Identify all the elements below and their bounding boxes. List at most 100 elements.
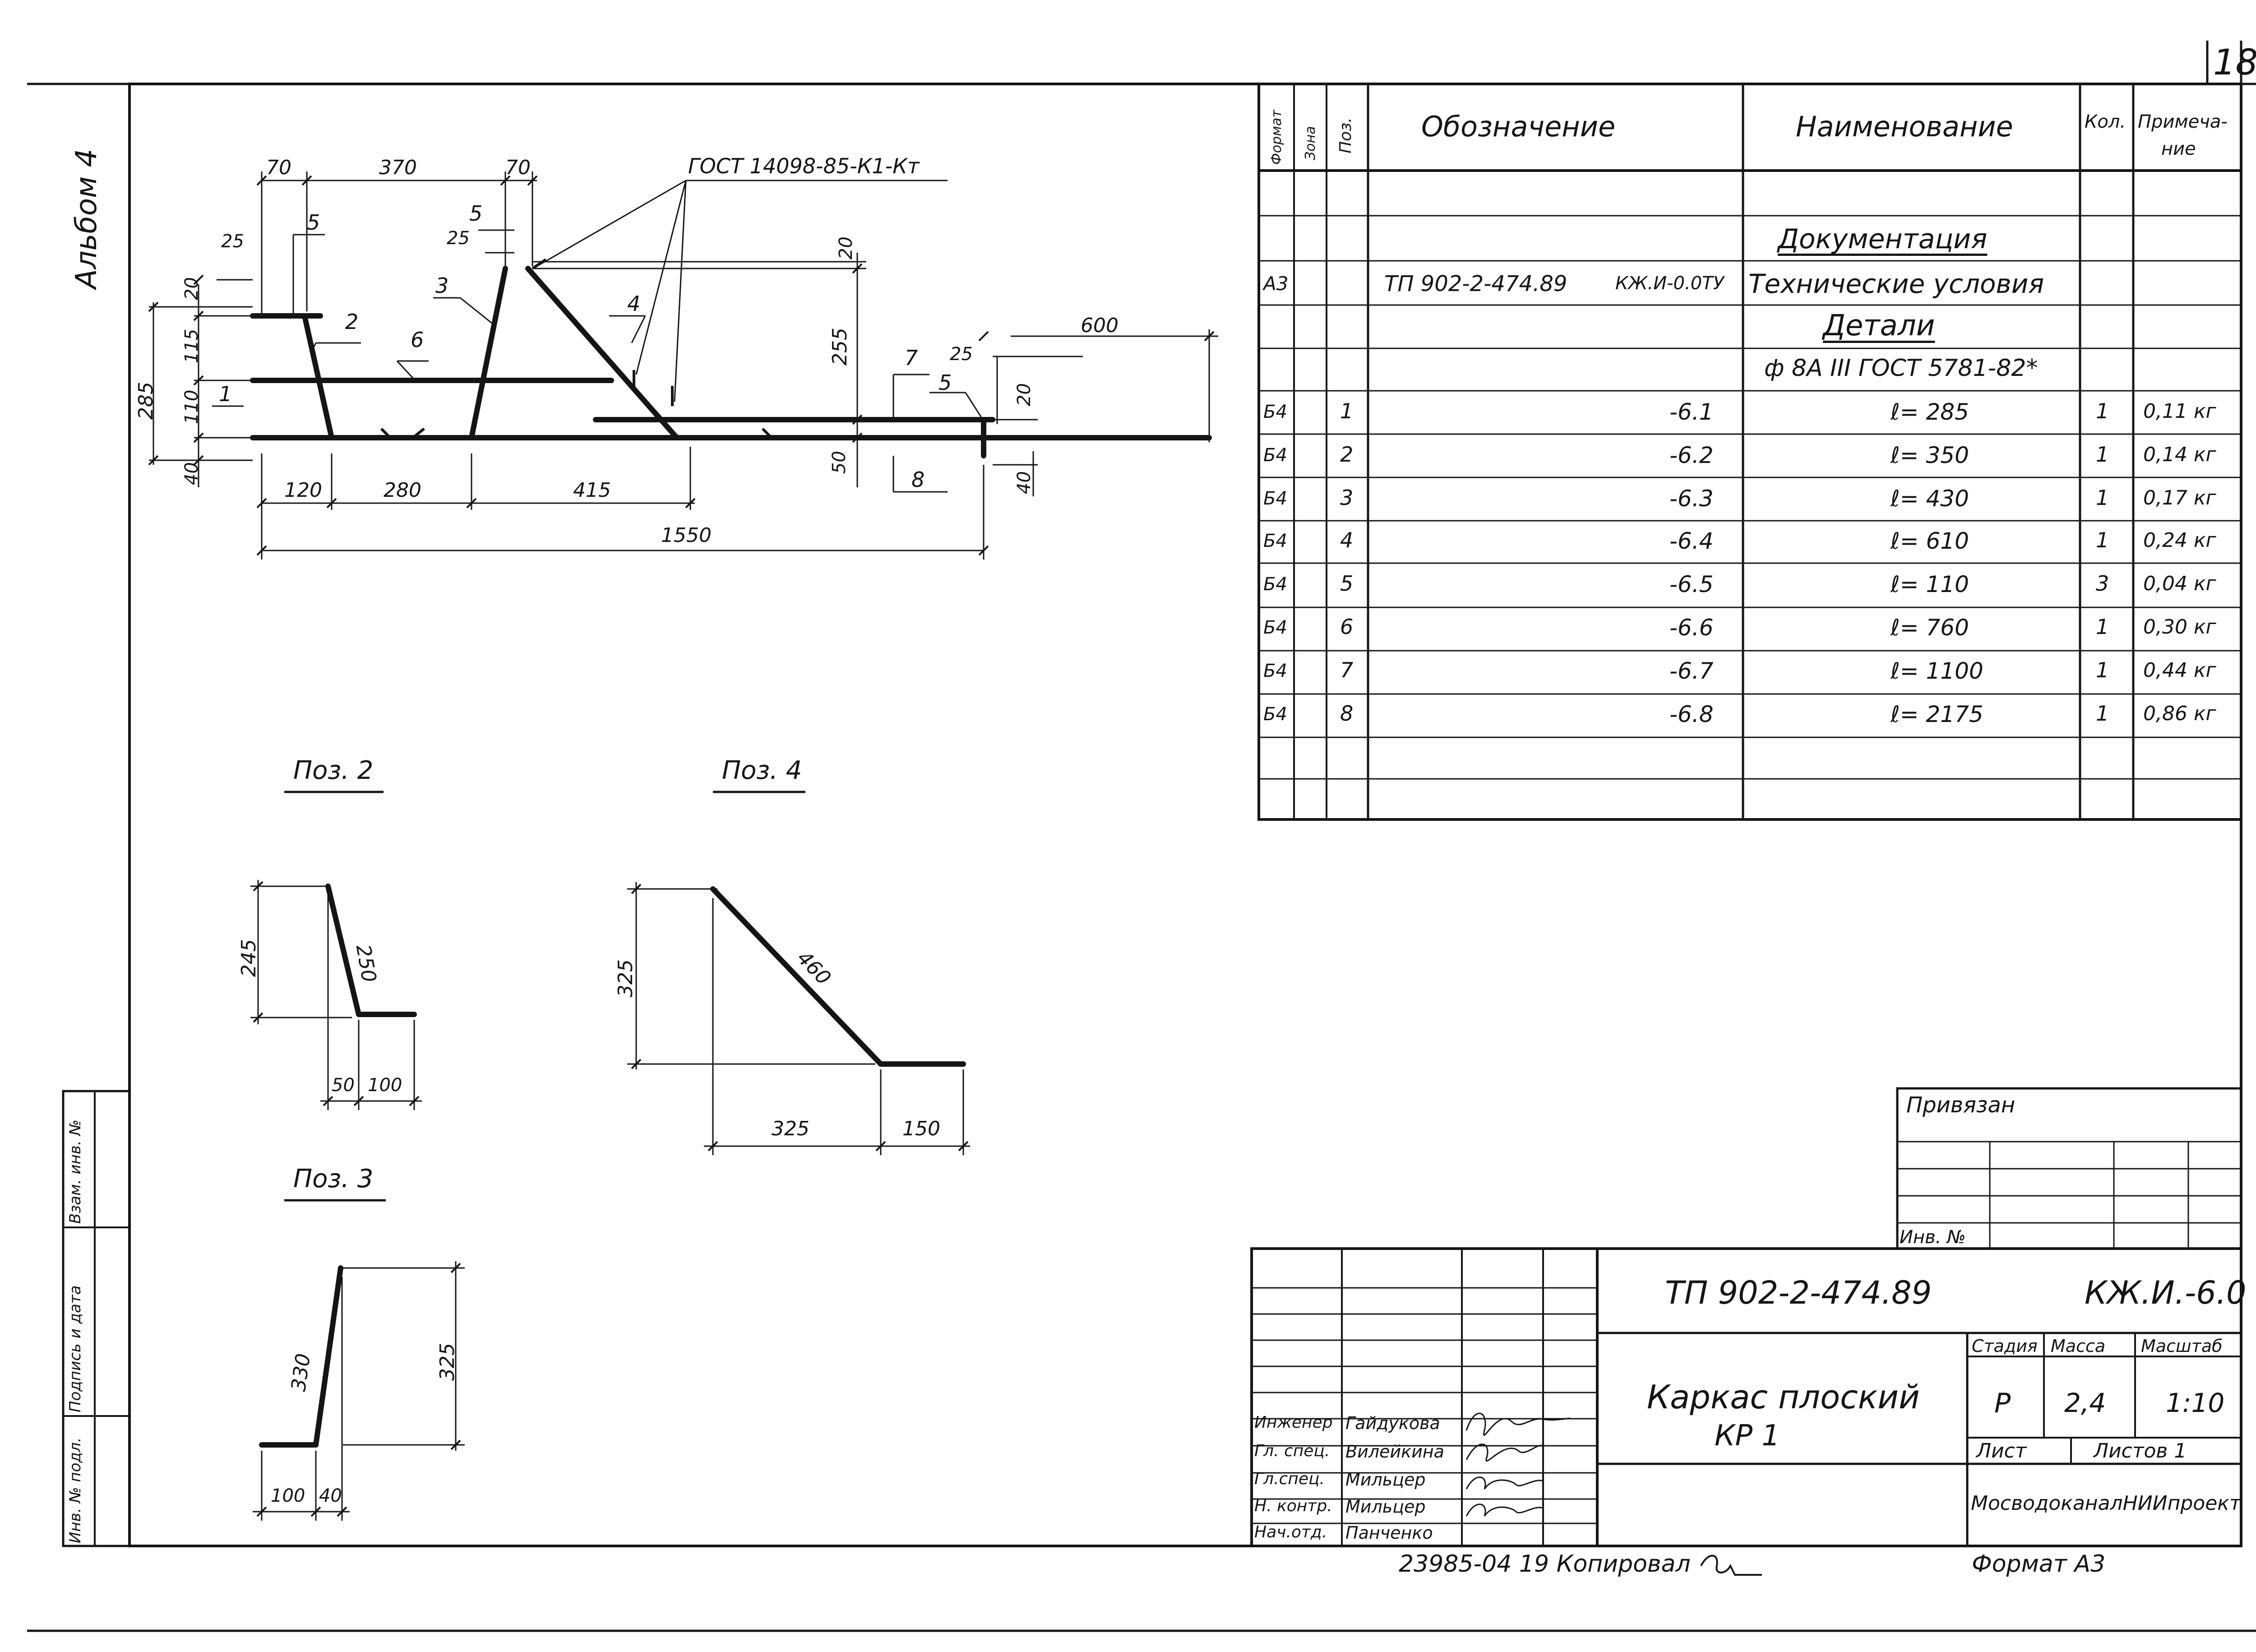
detail-pos3-dim-100: 100 — [271, 1485, 305, 1506]
album-label: Альбом 4 — [70, 148, 103, 289]
header-name: Наименование — [1796, 110, 2013, 143]
section-documentation: Документация — [1778, 223, 1988, 255]
strip-signature-date: Подпись и дата — [66, 1285, 84, 1412]
dim-255: 255 — [828, 328, 851, 366]
detail-pos2-dim-250: 250 — [351, 943, 381, 984]
detail-pos2-dim-50: 50 — [332, 1075, 355, 1096]
row-8-format: Б4 — [1263, 704, 1287, 725]
sheet-label: Лист — [1976, 1439, 2027, 1462]
row-5-qty: 3 — [2096, 571, 2109, 596]
detail-pos4-dim-150: 150 — [902, 1117, 940, 1140]
doc-row-code: КЖ.И-0.0ТУ — [1615, 273, 1724, 294]
dim-70-right: 70 — [505, 156, 531, 179]
header-pos: Поз. — [1336, 117, 1355, 153]
header-qty: Кол. — [2085, 111, 2126, 132]
row-5-name: ℓ= 110 — [1891, 571, 1969, 597]
row-2-note: 0,14 кг — [2143, 443, 2216, 466]
pos-label-5-b: 5 — [469, 201, 483, 226]
row-7-pos: 7 — [1340, 658, 1354, 682]
row-2-designation: -6.2 — [1669, 442, 1714, 468]
row-4-qty: 1 — [2096, 528, 2109, 552]
staff-name-5: Панченко — [1345, 1523, 1433, 1543]
row-8-designation: -6.8 — [1669, 701, 1714, 727]
row-7-note: 0,44 кг — [2143, 659, 2216, 682]
row-2-qty: 1 — [2096, 442, 2109, 467]
dim-110: 110 — [181, 389, 202, 424]
pos-label-8: 8 — [911, 467, 925, 492]
row-1-format: Б4 — [1263, 402, 1287, 422]
row-8-note: 0,86 кг — [2143, 702, 2216, 725]
row-6-name: ℓ= 760 — [1891, 615, 1969, 641]
staff-role-3: Гл.спец. — [1254, 1470, 1325, 1488]
mass-label: Масса — [2051, 1336, 2106, 1356]
row-5-format: Б4 — [1263, 574, 1287, 595]
row-5-note: 0,04 кг — [2143, 572, 2216, 595]
row-5-pos: 5 — [1340, 571, 1354, 596]
row-3-note: 0,17 кг — [2143, 486, 2216, 509]
detail-pos2-dim-245: 245 — [237, 939, 260, 977]
footer-format: Формат А3 — [1972, 1550, 2106, 1578]
staff-role-2: Гл. спец. — [1254, 1442, 1330, 1460]
footer-copy-note: 23985-04 19 Копировал — [1399, 1550, 1691, 1578]
row-2-name: ℓ= 350 — [1891, 442, 1969, 468]
doc-row-name: Технические условия — [1748, 268, 2044, 299]
pos-label-6: 6 — [411, 328, 424, 352]
pos-label-2: 2 — [345, 310, 359, 334]
project-code: ТП 902-2-474.89 — [1665, 1274, 1932, 1311]
row-7-qty: 1 — [2096, 658, 2109, 682]
staff-role-1: Инженер — [1254, 1413, 1333, 1432]
header-designation: Обозначение — [1421, 110, 1616, 143]
mass-value: 2,4 — [2064, 1388, 2106, 1418]
row-1-qty: 1 — [2096, 399, 2109, 423]
header-note-2: ние — [2161, 139, 2196, 159]
section-parts: Детали — [1823, 309, 1935, 342]
detail-pos2-dim-100: 100 — [368, 1075, 402, 1096]
gost-note: ГОСТ 14098-85-К1-Кт — [688, 154, 920, 178]
drawing-title-line-2: КР 1 — [1715, 1419, 1780, 1453]
row-5-designation: -6.5 — [1669, 571, 1714, 597]
detail-pos3-dim-330: 330 — [287, 1352, 315, 1393]
row-8-pos: 8 — [1340, 701, 1354, 726]
binding-label: Привязан — [1906, 1092, 2016, 1118]
dim-25-c: 25 — [950, 344, 973, 365]
staff-name-2: Вилейкина — [1345, 1442, 1444, 1462]
row-4-note: 0,24 кг — [2143, 529, 2216, 552]
scale-label: Масштаб — [2141, 1336, 2223, 1356]
dim-20-a: 20 — [836, 236, 856, 259]
staff-name-4: Мильцер — [1345, 1497, 1426, 1517]
stage-value: Р — [1994, 1388, 2011, 1419]
dim-285: 285 — [134, 382, 157, 420]
dim-600: 600 — [1081, 314, 1119, 337]
row-2-pos: 2 — [1340, 442, 1354, 467]
row-4-name: ℓ= 610 — [1891, 528, 1969, 554]
row-3-name: ℓ= 430 — [1891, 486, 1969, 512]
row-1-pos: 1 — [1340, 399, 1354, 423]
row-4-designation: -6.4 — [1669, 528, 1714, 554]
dim-20-b: 20 — [1014, 383, 1035, 406]
doc-row-format: А3 — [1263, 273, 1289, 295]
material-spec: ф 8А III ГОСТ 5781-82* — [1764, 355, 2038, 382]
row-7-format: Б4 — [1263, 661, 1287, 681]
dim-40-left: 40 — [181, 462, 202, 485]
dim-50: 50 — [829, 451, 850, 474]
drawing-code: КЖ.И.-6.0 — [2085, 1274, 2247, 1311]
detail-pos3-title: Поз. 3 — [293, 1164, 374, 1194]
dim-20-left: 20 — [181, 277, 202, 300]
row-7-designation: -6.7 — [1669, 658, 1714, 684]
dim-25-b: 25 — [447, 228, 470, 249]
row-2-format: Б4 — [1263, 445, 1287, 466]
row-6-qty: 1 — [2096, 615, 2109, 639]
detail-pos4-dim-325-h: 325 — [772, 1117, 809, 1140]
dim-1550: 1550 — [661, 524, 712, 547]
staff-name-3: Мильцер — [1345, 1470, 1426, 1490]
pos-label-3: 3 — [435, 273, 449, 298]
pos-label-5-c: 5 — [938, 370, 952, 395]
stage-label: Стадия — [1972, 1336, 2038, 1356]
detail-pos2-title: Поз. 2 — [293, 756, 374, 785]
staff-role-5: Нач.отд. — [1254, 1523, 1327, 1541]
pos-label-4: 4 — [627, 292, 641, 316]
detail-pos3-dim-40: 40 — [319, 1485, 342, 1506]
row-4-format: Б4 — [1263, 531, 1287, 551]
inv-number-label: Инв. № — [1900, 1227, 1966, 1248]
row-1-note: 0,11 кг — [2143, 400, 2216, 423]
